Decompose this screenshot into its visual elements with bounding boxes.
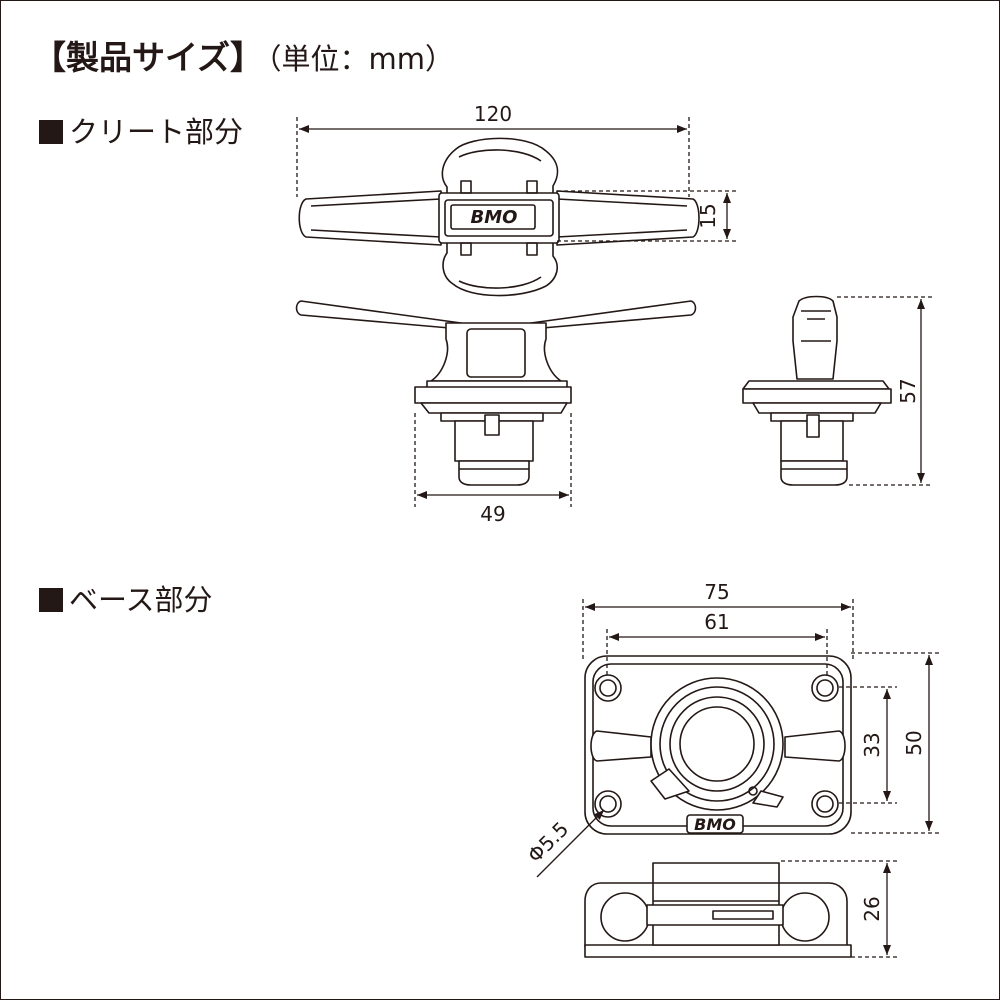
dim-base-width: 75 (704, 580, 729, 604)
section-base-label: ベース部分 (69, 583, 213, 617)
square-bullet-icon (39, 588, 63, 612)
base-front-view (584, 862, 852, 958)
dim-base-depth: 50 (902, 730, 926, 755)
base-top-view (584, 655, 852, 835)
base-logo-text: BMO (694, 815, 736, 834)
dim-base-hole-pitch-y: 33 (860, 732, 884, 757)
cleat-top-view (298, 137, 700, 297)
title-main: 【製品サイズ】 (33, 38, 264, 77)
dim-cleat-width: 120 (474, 102, 512, 126)
section-cleat-label: クリート部分 (69, 115, 244, 149)
square-bullet-icon (39, 120, 63, 144)
dim-cleat-height: 57 (896, 378, 920, 403)
section-base: ベース部分 (39, 577, 213, 619)
dim-base-height: 26 (860, 896, 884, 921)
page-title: 【製品サイズ】（単位：mm） (33, 31, 454, 79)
title-unit: （単位：mm） (267, 42, 455, 76)
section-cleat: クリート部分 (39, 109, 243, 151)
dim-base-hole-pitch-x: 61 (704, 610, 729, 634)
dim-cleat-thickness: 15 (696, 203, 720, 228)
cleat-front-view (295, 300, 697, 486)
dim-base-hole-dia: Φ5.5 (523, 817, 574, 868)
cleat-logo-text: BMO (471, 207, 518, 228)
dim-cleat-base-width: 49 (480, 502, 505, 526)
cleat-side-view (742, 295, 892, 486)
